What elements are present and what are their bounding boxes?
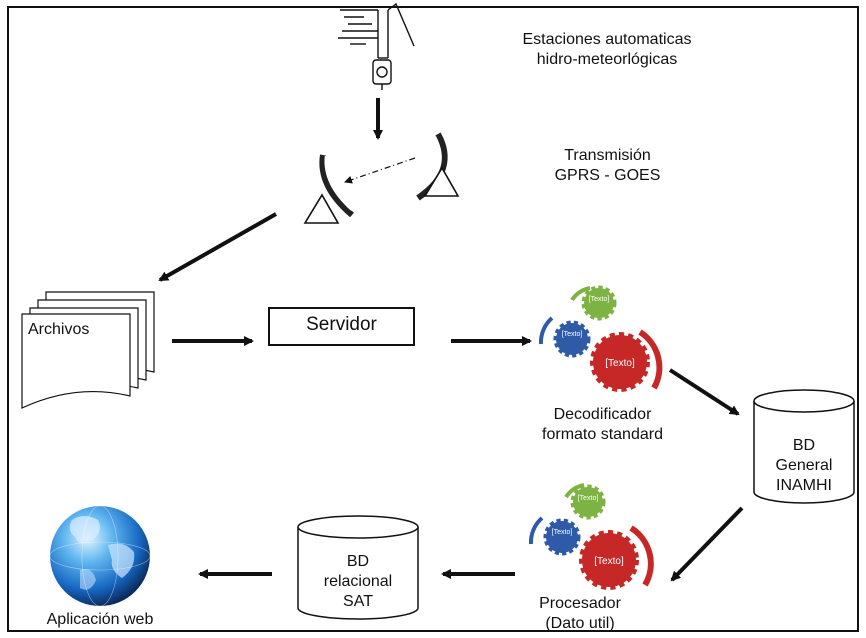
decoder-label-line1: Decodificador [553, 406, 652, 423]
bd-sat-cylinder [297, 515, 419, 620]
arrow-transmission [344, 157, 416, 184]
transmission-label-line2: GPRS - GOES [554, 167, 661, 184]
arrow-antenna-to-archives [158, 212, 277, 282]
arrow-decoder-to-bd-general [668, 368, 740, 416]
arrow-bd-general-to-processor [670, 506, 744, 582]
bd-sat-label: BD relacional SAT [298, 552, 418, 612]
svg-text:[Texto]: [Texto] [594, 556, 624, 567]
stations-label-line1: Estaciones automaticas [522, 31, 692, 48]
bd-general-label-line3: INAMHI [776, 477, 832, 494]
bd-general-label-line1: BD [792, 437, 816, 454]
server-box [268, 307, 415, 346]
processor-label-line1: Procesador [539, 595, 621, 612]
stations-label-line2: hidro-meteorlógicas [536, 51, 678, 68]
decoder-gears-icon: [Texto] [Texto] [Texto] [538, 285, 663, 392]
transmission-label-line1: Transmisión [564, 147, 651, 164]
antenna-left-icon [303, 154, 354, 224]
processor-label-line2: (Dato util) [545, 615, 615, 632]
decoder-label: Decodificador formato standard [535, 405, 670, 445]
svg-text:[Texto]: [Texto] [589, 296, 610, 303]
station-icon [338, 2, 415, 90]
processor-gears-icon: [Texto] [Texto] [Texto] [528, 483, 654, 590]
svg-text:[Texto]: [Texto] [562, 331, 583, 338]
svg-text:[Texto]: [Texto] [552, 529, 573, 536]
bd-sat-label-line1: BD [346, 553, 370, 570]
diagram-frame [7, 6, 859, 632]
archives-label: Archivos [28, 321, 90, 338]
bd-sat-label-line2: relacional [323, 573, 393, 590]
bd-general-label: BD General INAMHI [754, 436, 854, 496]
decoder-label-line2: formato standard [542, 426, 663, 443]
svg-text:[Texto]: [Texto] [605, 358, 635, 369]
globe-icon [49, 505, 151, 607]
archives-documents-icon [21, 291, 155, 409]
web-app-label: Aplicación web [46, 611, 154, 628]
bd-general-cylinder [753, 389, 855, 504]
server-label: Servidor [306, 314, 377, 335]
antenna-right-icon [416, 132, 460, 201]
bd-general-label-line2: General [775, 457, 833, 474]
svg-text:[Texto]: [Texto] [578, 495, 599, 502]
stations-label: Estaciones automaticas hidro-meteorlógic… [507, 30, 707, 70]
transmission-label: Transmisión GPRS - GOES [540, 146, 675, 186]
bd-sat-label-line3: SAT [343, 593, 373, 610]
processor-label: Procesador (Dato util) [525, 594, 635, 634]
